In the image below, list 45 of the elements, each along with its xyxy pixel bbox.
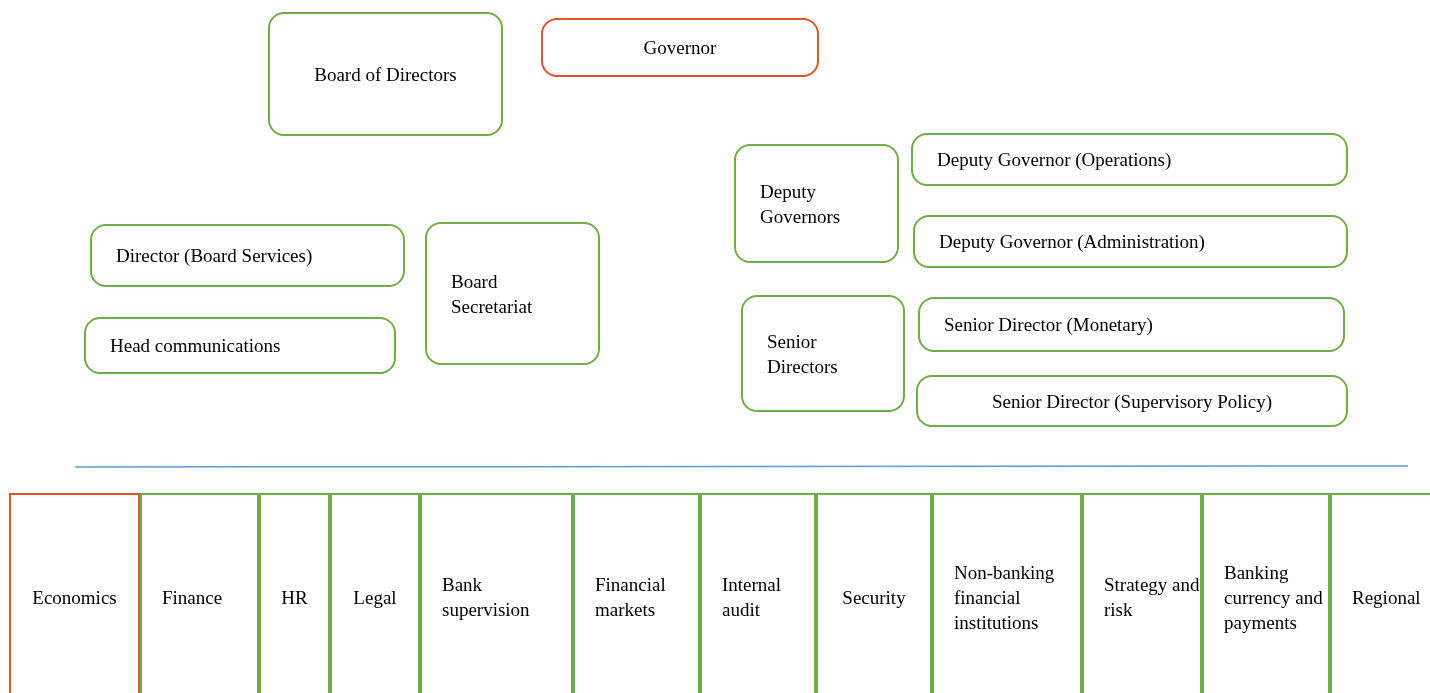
org-box — [90, 224, 405, 287]
box-label: Deputy Governor (Administration) — [939, 230, 1205, 254]
department-label: Finance — [162, 585, 223, 610]
box-label: Senior Directors — [767, 329, 839, 379]
org-box — [425, 222, 600, 365]
department-label: Banking currency and payments — [1224, 560, 1324, 635]
box-label: Deputy Governors — [760, 179, 842, 229]
department-label: HR — [281, 585, 308, 610]
box-label: Board Secretariat — [451, 269, 534, 319]
department-column — [330, 493, 420, 693]
org-box — [741, 295, 905, 412]
box-label: Director (Board Services) — [116, 244, 313, 268]
org-box — [268, 12, 503, 136]
department-column — [700, 493, 816, 693]
department-column — [140, 493, 259, 693]
department-label: Security — [842, 585, 906, 610]
org-box — [541, 18, 819, 77]
department-label: Internal audit — [722, 573, 783, 622]
department-label: Regional — [1352, 585, 1421, 610]
org-box — [918, 297, 1345, 352]
box-label: Senior Director (Supervisory Policy) — [991, 389, 1273, 414]
org-box — [913, 215, 1348, 268]
department-column — [816, 493, 932, 693]
department-label: Strategy and risk — [1104, 573, 1200, 622]
department-label: Bank supervision — [442, 573, 531, 622]
box-label: Head communications — [110, 334, 281, 358]
org-box — [734, 144, 899, 263]
box-label: Governor — [643, 36, 717, 60]
box-label: Senior Director (Monetary) — [944, 313, 1153, 337]
department-column — [420, 493, 573, 693]
department-column — [9, 493, 140, 693]
department-column — [1082, 493, 1202, 693]
department-column — [932, 493, 1082, 693]
box-label: Deputy Governor (Operations) — [937, 148, 1172, 172]
box-label: Board of Directors — [314, 62, 457, 87]
department-column — [259, 493, 330, 693]
department-label: Legal — [353, 585, 397, 610]
department-label: Financial markets — [595, 573, 667, 622]
org-box — [911, 133, 1348, 186]
department-label: Economics — [32, 585, 117, 610]
org-box — [916, 375, 1348, 427]
org-box — [84, 317, 396, 374]
department-column — [573, 493, 700, 693]
department-label: Non-banking financial institutions — [954, 560, 1056, 635]
department-column — [1202, 493, 1330, 693]
